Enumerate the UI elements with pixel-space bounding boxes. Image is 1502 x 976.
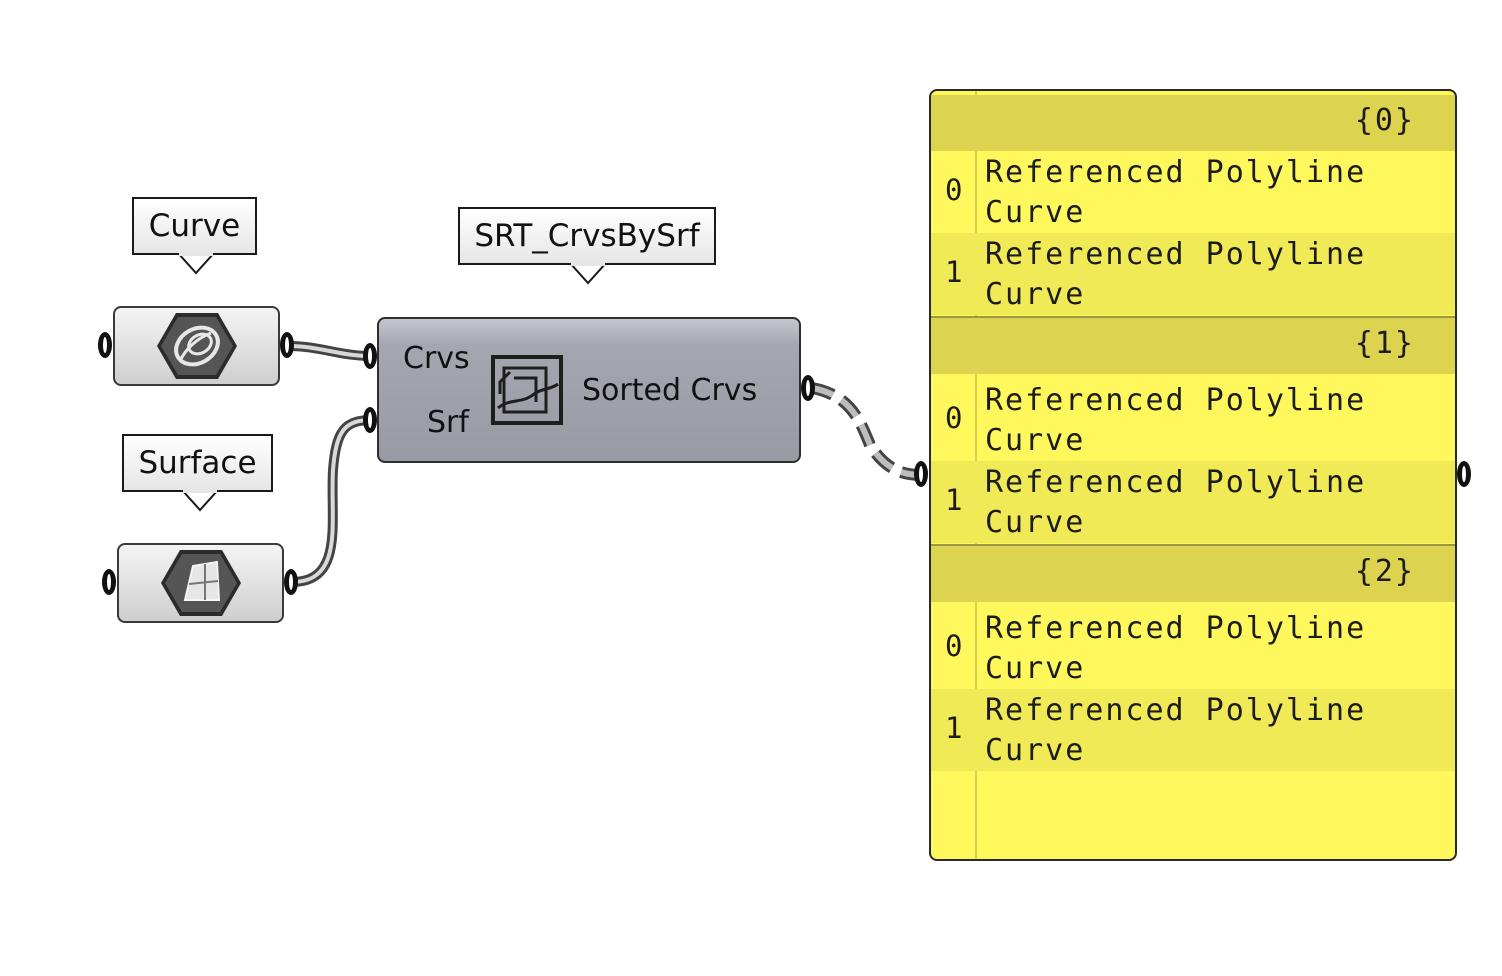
branch-header: {1} bbox=[931, 318, 1455, 374]
panel-output-grip[interactable] bbox=[1457, 461, 1471, 487]
item-text: Referenced Polyline Curve bbox=[985, 465, 1367, 540]
list-item: 1 Referenced Polyline Curve bbox=[931, 461, 1455, 543]
curve-param-icon bbox=[156, 313, 237, 379]
item-text: Referenced Polyline Curve bbox=[985, 383, 1367, 458]
item-text: Referenced Polyline Curve bbox=[985, 237, 1367, 312]
surface-name-tag: Surface bbox=[122, 434, 273, 492]
item-text: Referenced Polyline Curve bbox=[985, 693, 1367, 768]
curve-param-output-grip[interactable] bbox=[280, 332, 294, 358]
panel-input-grip[interactable] bbox=[914, 461, 928, 487]
item-index: 1 bbox=[945, 255, 963, 289]
item-text: Referenced Polyline Curve bbox=[985, 155, 1367, 230]
output-panel[interactable]: {0} 0 Referenced Polyline Curve 1 Refere… bbox=[929, 89, 1457, 861]
branch-separator bbox=[931, 316, 1455, 318]
branch-path: {2} bbox=[1354, 554, 1415, 589]
item-index: 0 bbox=[945, 629, 963, 663]
item-text: Referenced Polyline Curve bbox=[985, 611, 1367, 686]
item-index: 0 bbox=[945, 401, 963, 435]
list-item: 1 Referenced Polyline Curve bbox=[931, 689, 1455, 771]
curve-param-input-grip[interactable] bbox=[98, 332, 112, 358]
branch-path: {0} bbox=[1354, 103, 1415, 138]
component-tag-pointer bbox=[570, 263, 606, 285]
list-item: 0 Referenced Polyline Curve bbox=[931, 379, 1455, 461]
item-index: 1 bbox=[945, 483, 963, 517]
list-item: 1 Referenced Polyline Curve bbox=[931, 233, 1455, 315]
surface-tag-label: Surface bbox=[138, 445, 257, 481]
branch-separator bbox=[931, 544, 1455, 546]
branch-path: {1} bbox=[1354, 326, 1415, 361]
list-item: 0 Referenced Polyline Curve bbox=[931, 607, 1455, 689]
surface-param-input-grip[interactable] bbox=[102, 569, 116, 595]
surface-param-icon bbox=[160, 550, 241, 616]
curve-name-tag: Curve bbox=[132, 197, 257, 255]
crvs-input-grip[interactable] bbox=[363, 343, 377, 369]
component-name-tag: SRT_CrvsBySrf bbox=[458, 207, 716, 265]
srt-crvsbysrf-component[interactable]: Crvs Srf Sorted Crvs bbox=[377, 317, 801, 463]
sort-curves-icon bbox=[491, 355, 563, 425]
sorted-crvs-output-grip[interactable] bbox=[801, 375, 815, 401]
curve-param[interactable] bbox=[113, 306, 280, 386]
list-item: 0 Referenced Polyline Curve bbox=[931, 151, 1455, 233]
srf-input-label: Srf bbox=[427, 405, 469, 440]
component-tag-label: SRT_CrvsBySrf bbox=[474, 218, 700, 254]
surface-param-output-grip[interactable] bbox=[284, 569, 298, 595]
curve-tag-pointer bbox=[178, 253, 214, 275]
surface-tag-pointer bbox=[182, 490, 218, 512]
item-index: 0 bbox=[945, 173, 963, 207]
branch-header: {2} bbox=[931, 546, 1455, 602]
surface-param[interactable] bbox=[117, 543, 284, 623]
curve-tag-label: Curve bbox=[148, 208, 241, 244]
sorted-crvs-output-label: Sorted Crvs bbox=[582, 373, 758, 408]
srf-input-grip[interactable] bbox=[363, 407, 377, 433]
item-index: 1 bbox=[945, 711, 963, 745]
crvs-input-label: Crvs bbox=[403, 341, 470, 376]
branch-header: {0} bbox=[931, 95, 1455, 151]
